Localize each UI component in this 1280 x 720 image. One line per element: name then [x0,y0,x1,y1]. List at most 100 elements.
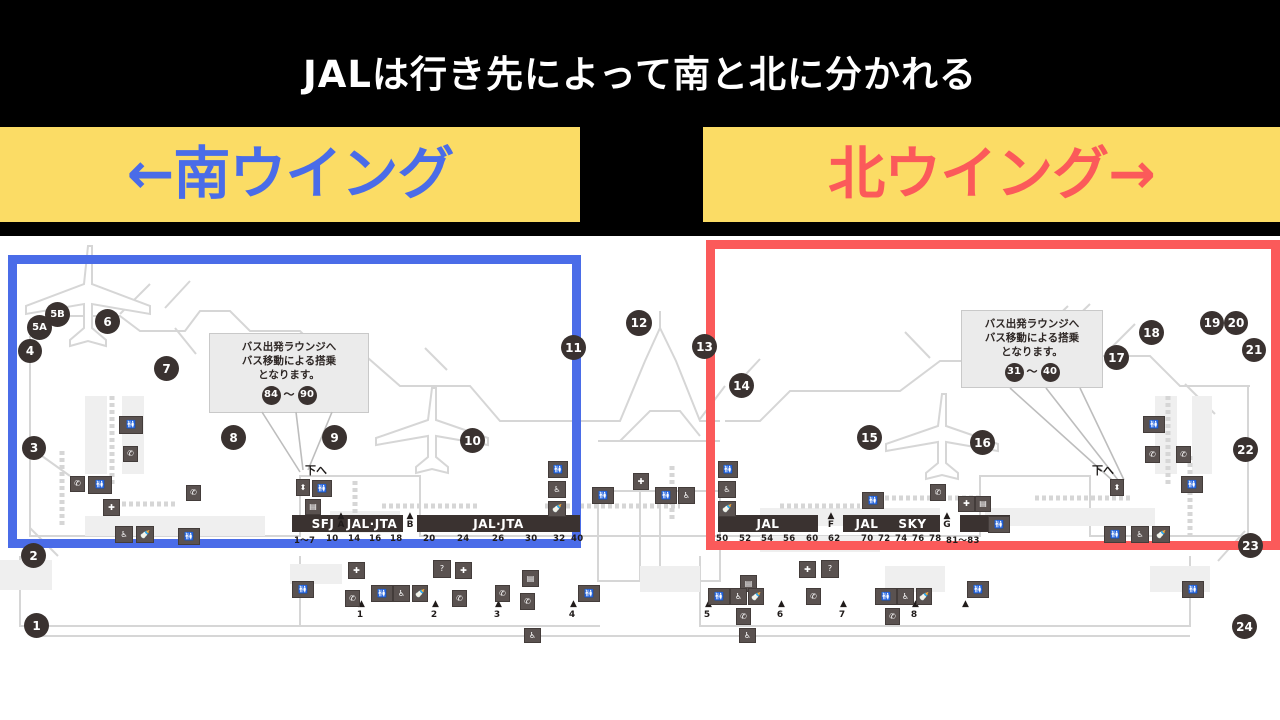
restroom-icon: 🚻 [312,480,332,497]
concourse-a: ▲ A [334,512,348,530]
entrance-7-label: 7 [838,610,846,620]
north-callout-line2: バス移動による搭乗 [984,332,1080,345]
gate-marker-24[interactable]: 24 [1232,614,1257,639]
gate-marker-18[interactable]: 18 [1139,320,1164,345]
gate-marker-4[interactable]: 4 [18,339,42,363]
phone-icon: ✆ [885,608,900,625]
elevator-icon: ⬍ [296,479,310,496]
accessible-restroom-icon: ♿ [548,481,566,498]
phone-icon: ✆ [520,593,535,610]
phone-icon: ✆ [186,485,201,501]
north-gatenum-78: 78 [929,534,942,544]
gate-marker-16[interactable]: 16 [970,430,995,455]
information-icon: ? [433,560,451,578]
north-gatenum-72: 72 [878,534,891,544]
north-gatenum-70: 70 [861,534,874,544]
gate-marker-12[interactable]: 12 [626,310,652,336]
concourse-b-arrow-icon: ▲ [406,511,414,521]
restroom-icon: 🚻 [988,516,1010,533]
south-gatenum-18: 18 [390,534,403,544]
aed-icon: ✚ [633,473,649,490]
north-callout-line3: となります。 [1001,346,1063,359]
concourse-b: ▲ B [403,512,417,530]
north-gatenum-50: 50 [716,534,729,544]
concourse-f: ▲ F [824,512,838,530]
accessible-restroom-icon: ♿ [115,526,133,543]
phone-icon: ✆ [736,608,751,625]
gate-marker-6[interactable]: 6 [95,309,120,334]
gate-marker-8[interactable]: 8 [221,425,246,450]
accessible-restroom-icon: ♿ [678,487,695,504]
south-callout-line3: となります。 [258,369,320,382]
baby-room-icon: 🍼 [136,526,154,543]
accessible-restroom-icon: ♿ [1131,526,1149,543]
airline-bar-jal-f: JAL [718,515,818,532]
airline-bar-jal-jta-a: JAL·JTA [341,515,403,532]
north-gatenum-74: 74 [895,534,908,544]
restroom-icon: 🚻 [1104,526,1126,543]
airline-bar-sky: SKY [885,515,940,532]
gate-marker-13[interactable]: 13 [692,334,717,359]
north-gatenum-81-83: 81～83 [946,536,980,546]
aed-icon: ✚ [958,496,975,512]
airline-bar-sfj: SFJ [292,515,354,532]
elevator-icon: ⬍ [1110,479,1124,496]
gate-marker-19[interactable]: 19 [1200,311,1224,335]
accessible-restroom-icon: ♿ [730,588,747,605]
gate-marker-21[interactable]: 21 [1242,338,1266,362]
gate-marker-20[interactable]: 20 [1224,311,1248,335]
entrance-4-label: 4 [568,610,576,620]
north-gatenum-76: 76 [912,534,925,544]
north-range-from: 31 [1004,362,1024,382]
phone-icon: ✆ [495,585,510,602]
gate-marker-5b[interactable]: 5B [45,302,70,327]
restroom-icon: 🚻 [119,416,143,434]
gate-marker-23[interactable]: 23 [1238,533,1263,558]
aed-icon: ✚ [799,561,816,578]
gate-marker-9[interactable]: 9 [322,425,347,450]
entrance-5-label: 5 [703,610,711,620]
north-range-to: 40 [1040,362,1060,382]
phone-icon: ✆ [806,588,821,605]
restroom-icon: 🚻 [548,461,568,478]
gate-marker-3[interactable]: 3 [22,436,46,460]
entrance-8-arrow-icon: ▲ [912,600,919,609]
south-wing-highlight-frame [8,255,581,548]
north-bus-lounge-callout: バス出発ラウンジへ バス移動による搭乗 となります。 31 ～ 40 [961,310,1103,388]
baby-room-icon: 🍼 [916,588,932,605]
information-icon: ? [821,560,839,578]
aed-icon: ✚ [348,562,365,579]
concourse-a-label: A [337,520,345,530]
gate-marker-1[interactable]: 1 [24,613,49,638]
north-gatenum-60: 60 [806,534,819,544]
entrance-1-label: 1 [356,610,364,620]
gate-marker-2[interactable]: 2 [21,543,46,568]
baby-room-icon: 🍼 [1152,526,1170,543]
gate-marker-15[interactable]: 15 [857,425,882,450]
south-range-from: 84 [261,385,281,405]
phone-icon: ✆ [1145,446,1160,463]
page-title: JALは行き先によって南と北に分かれる [302,53,978,96]
gate-marker-1-upper[interactable]: 11 [561,335,586,360]
gate-marker-17[interactable]: 17 [1104,345,1129,370]
entrance-8-label: 8 [910,610,918,620]
gate-marker-7[interactable]: 7 [154,356,179,381]
gate-marker-10[interactable]: 10 [460,428,485,453]
north-range-sep: ～ [1026,364,1038,378]
info-board-icon: ▤ [305,499,321,515]
baby-room-icon: 🍼 [548,501,566,517]
gate-marker-22[interactable]: 22 [1233,437,1258,462]
north-callout-line1: バス出発ラウンジへ [984,318,1080,330]
aed-icon: ✚ [455,562,472,579]
concourse-a-arrow-icon: ▲ [337,511,345,521]
phone-icon: ✆ [1176,446,1191,463]
gate-marker-14[interactable]: 14 [729,373,754,398]
entrance-2-label: 2 [430,610,438,620]
entrance-unlabeled-arrow-icon: ▲ [962,599,969,609]
accessible-restroom-icon: ♿ [718,481,736,498]
restroom-icon: 🚻 [655,487,677,504]
phone-icon: ✆ [123,446,138,462]
accessible-route-icon: ♿ [739,628,756,643]
north-callout-gate-range: 31 ～ 40 [970,362,1094,382]
